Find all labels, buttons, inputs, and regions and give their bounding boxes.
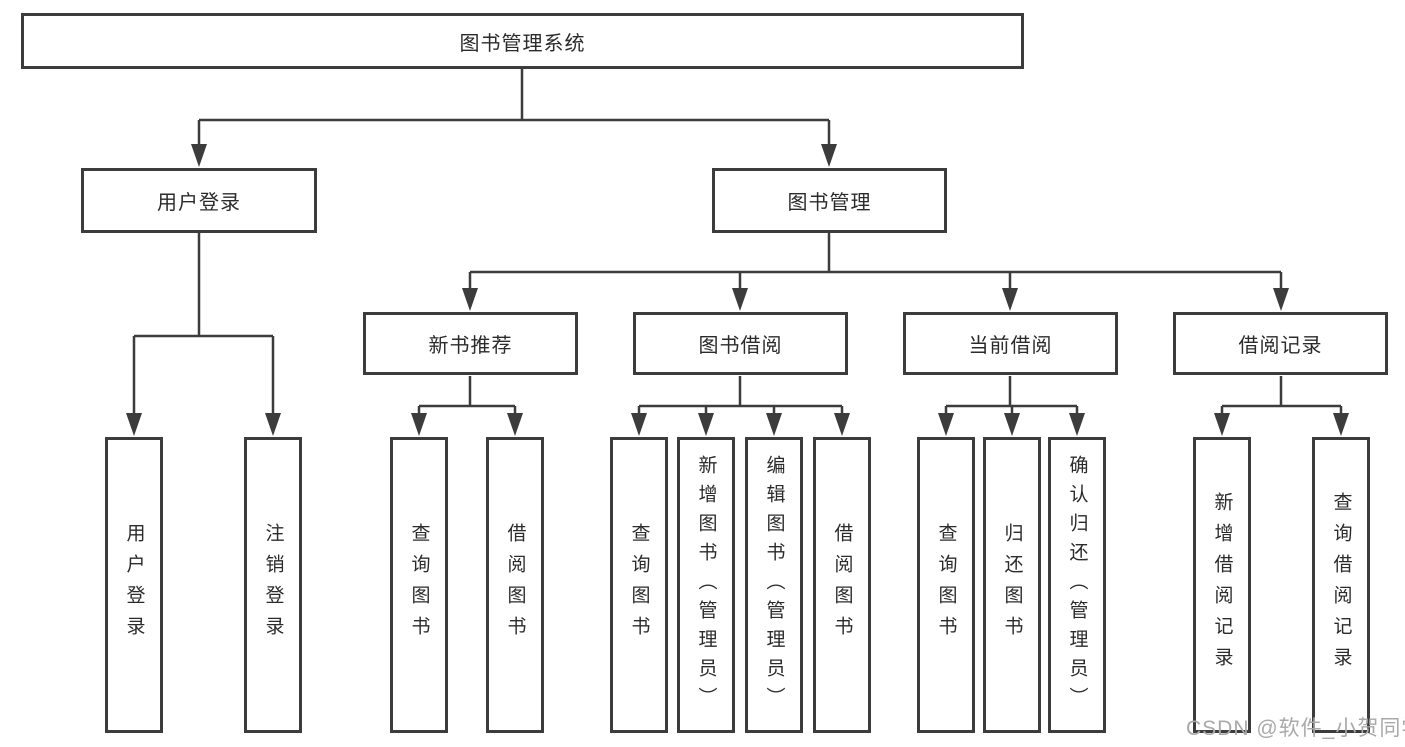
node-new-book-recommend: 新书推荐 <box>363 312 578 375</box>
leaf-add-borrow-record: 新增借阅记录 <box>1193 437 1251 733</box>
leaf-borrow-books-recommend: 借阅图书 <box>486 437 544 733</box>
node-current-borrow: 当前借阅 <box>903 312 1118 375</box>
leaf-logout: 注销登录 <box>244 437 302 733</box>
node-borrow-records: 借阅记录 <box>1173 312 1388 375</box>
leaf-query-books-current: 查询图书 <box>917 437 975 733</box>
leaf-return-book: 归还图书 <box>983 437 1041 733</box>
node-root-system: 图书管理系统 <box>21 13 1024 69</box>
leaf-query-books-borrow: 查询图书 <box>610 437 668 733</box>
node-user-login: 用户登录 <box>81 168 317 233</box>
leaf-query-borrow-record: 查询借阅记录 <box>1312 437 1370 733</box>
leaf-edit-book-admin: 编辑图书（管理员） <box>745 437 803 733</box>
arrowheads <box>126 144 1349 436</box>
leaf-confirm-return-admin: 确认归还（管理员） <box>1048 437 1106 733</box>
node-book-management: 图书管理 <box>712 168 947 233</box>
leaf-user-login: 用户登录 <box>105 437 163 733</box>
node-book-borrow: 图书借阅 <box>633 312 848 375</box>
leaf-add-book-admin: 新增图书（管理员） <box>677 437 735 733</box>
leaf-query-books-recommend: 查询图书 <box>390 437 448 733</box>
leaf-borrow-books-borrow: 借阅图书 <box>813 437 871 733</box>
watermark: CSDN @软件_小贺同学 <box>1186 717 1405 740</box>
